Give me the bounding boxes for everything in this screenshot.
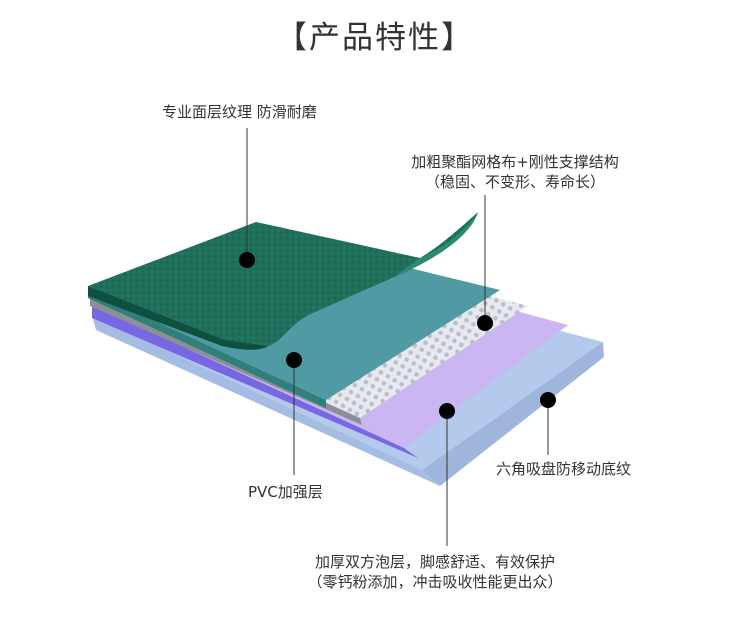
label-mesh: 加粗聚酯网格布+刚性支撑结构 （稳固、不变形、寿命长） bbox=[380, 152, 650, 192]
dot-mesh bbox=[477, 315, 493, 331]
label-base: 六角吸盘防移动底纹 bbox=[496, 460, 632, 478]
label-foam-line2: （零钙粉添加，冲击吸收性能更出众） bbox=[307, 573, 563, 591]
label-mesh-line1: 加粗聚酯网格布+刚性支撑结构 bbox=[411, 153, 619, 171]
dot-pvc bbox=[286, 352, 302, 368]
label-top-surface: 专业面层纹理 防滑耐磨 bbox=[162, 103, 317, 121]
label-pvc: PVC加强层 bbox=[248, 483, 323, 501]
label-mesh-line2: （稳固、不变形、寿命长） bbox=[424, 173, 605, 191]
dot-foam bbox=[439, 403, 455, 419]
dot-base bbox=[540, 392, 556, 408]
label-foam-line1: 加厚双方泡层，脚感舒适、有效保护 bbox=[314, 553, 555, 571]
page-title: 【产品特性】 bbox=[276, 20, 474, 56]
label-foam: 加厚双方泡层，脚感舒适、有效保护 （零钙粉添加，冲击吸收性能更出众） bbox=[270, 552, 600, 592]
dot-top-surface bbox=[239, 252, 255, 268]
top-surface-layer bbox=[88, 212, 478, 350]
leader-lines bbox=[246, 128, 549, 546]
marker-dots bbox=[239, 252, 556, 419]
